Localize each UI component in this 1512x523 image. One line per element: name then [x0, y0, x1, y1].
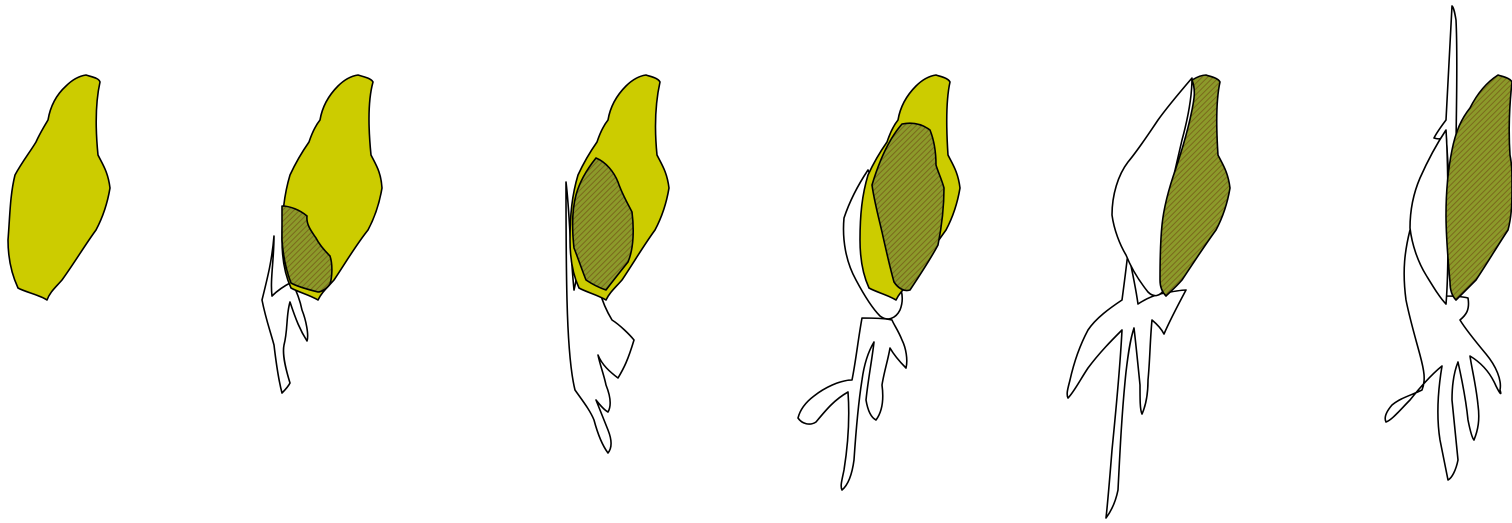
stage-6-seed: [1385, 6, 1512, 480]
stage-3-seed: [566, 75, 669, 453]
stage-5-seed: [1067, 75, 1230, 518]
stage-1-seed: [8, 75, 110, 300]
seed-body: [8, 75, 110, 300]
stage-4-seed: [798, 75, 960, 490]
roots: [798, 318, 907, 490]
stage-2-seed: [262, 75, 382, 393]
